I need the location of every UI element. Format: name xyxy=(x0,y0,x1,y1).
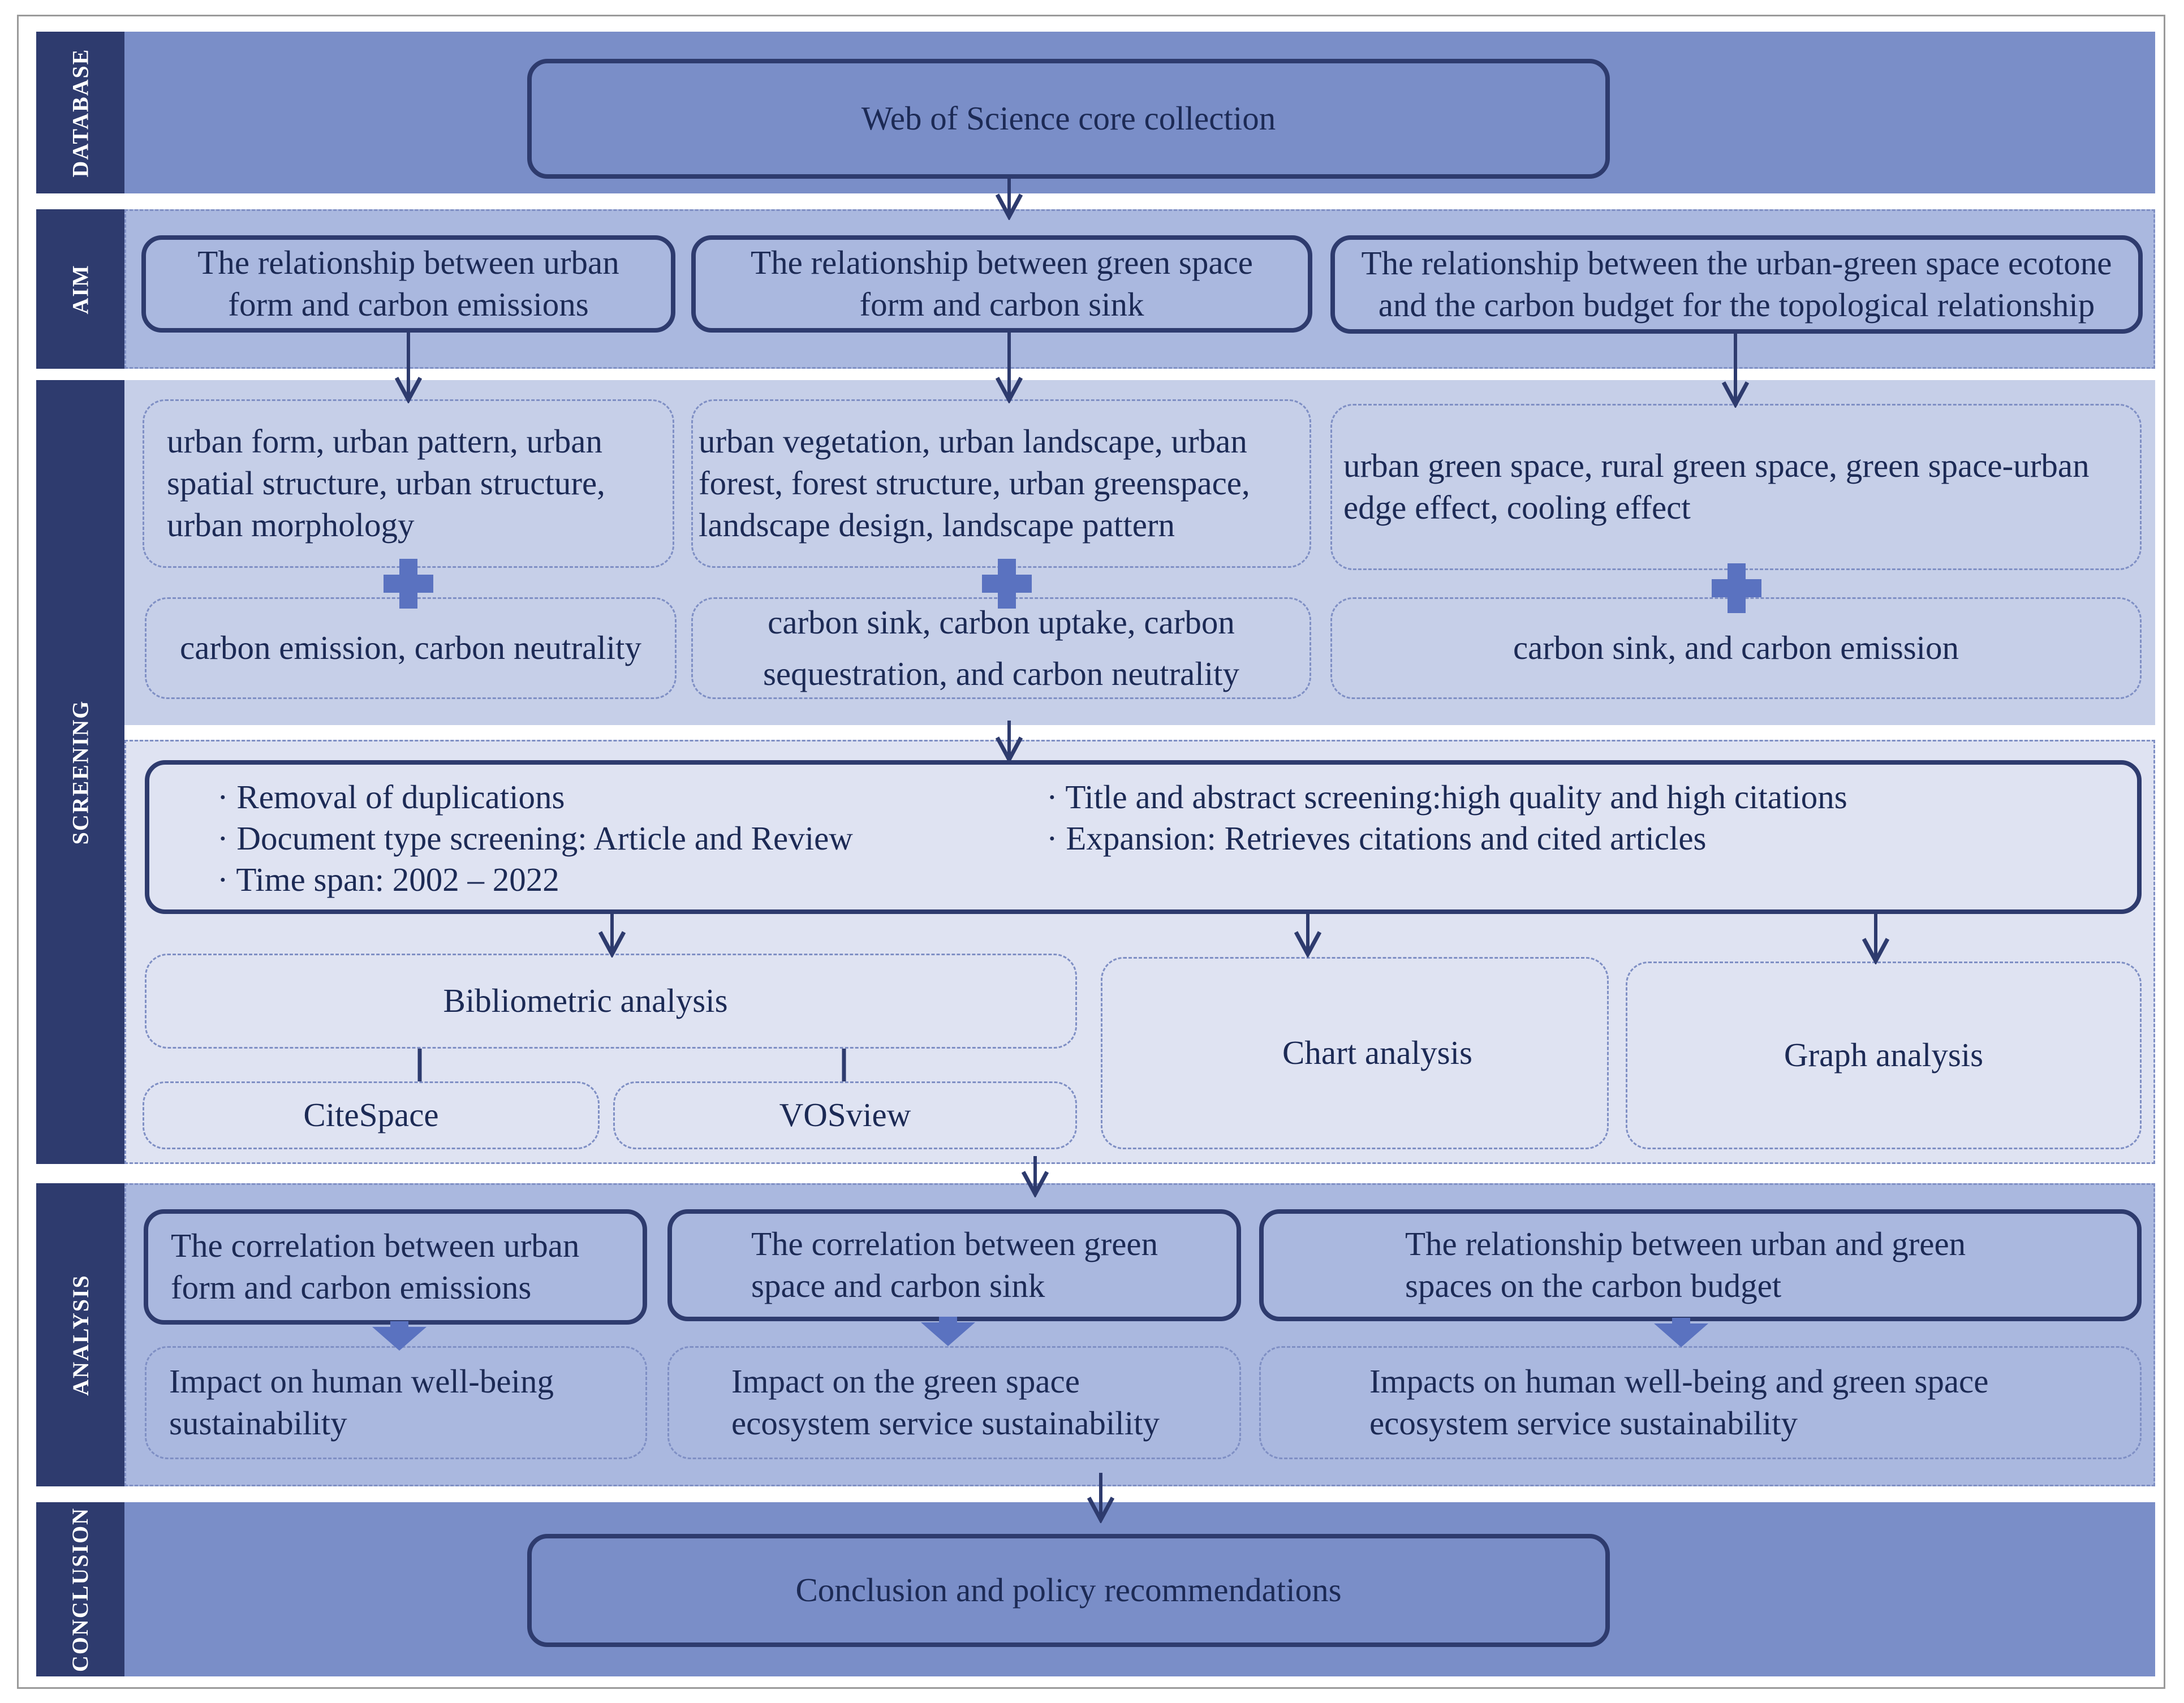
keyword-carbon-box-1: carbon emission, carbon neutrality xyxy=(145,597,677,699)
analysis-correlation-box-3: The relationship between urban and green… xyxy=(1259,1209,2142,1321)
analysis-impact-text-2: Impact on the green space ecosystem serv… xyxy=(731,1363,1160,1442)
aim-box-2: The relationship between green space for… xyxy=(691,235,1312,333)
analysis-correlation-text-1: The correlation between urban form and c… xyxy=(171,1227,580,1306)
keyword-carbon-box-3: carbon sink, and carbon emission xyxy=(1330,597,2142,699)
analysis-impact-box-1: Impact on human well-being sustainabilit… xyxy=(145,1346,647,1459)
aim-text-3: The relationship between the urban-green… xyxy=(1361,244,2112,324)
analysis-impact-text-1: Impact on human well-being sustainabilit… xyxy=(169,1363,554,1442)
screening-criteria-box xyxy=(145,760,2142,914)
keyword-form-box-2: urban vegetation, urban landscape, urban… xyxy=(691,399,1311,568)
stage-label-conclusion: CONCLUSION xyxy=(36,1502,124,1676)
keyword-carbon-text-2: carbon sink, carbon uptake, carbon seque… xyxy=(763,603,1240,692)
analysis-correlation-box-1: The correlation between urban form and c… xyxy=(144,1209,647,1325)
bibliometric-analysis-box: Bibliometric analysis xyxy=(145,954,1077,1049)
figure-frame xyxy=(17,15,2165,1689)
down-arrow-icon-1 xyxy=(372,1321,427,1351)
citespace-box: CiteSpace xyxy=(143,1081,600,1149)
down-arrow-icon-2 xyxy=(921,1317,975,1346)
graph-analysis-text: Graph analysis xyxy=(1784,1036,1984,1074)
stage-label-aim: AIM xyxy=(36,209,124,369)
citespace-text: CiteSpace xyxy=(303,1096,439,1134)
stage-label-screening: SCREENING xyxy=(36,380,124,1164)
aim-text-1: The relationship between urban form and … xyxy=(197,244,619,323)
keyword-form-text-1: urban form, urban pattern, urban spatial… xyxy=(167,422,605,544)
vosview-box: VOSview xyxy=(613,1081,1077,1149)
keyword-form-box-3: urban green space, rural green space, gr… xyxy=(1330,404,2142,570)
criteria-right-2: · Expansion: Retrieves citations and cit… xyxy=(1046,820,1707,857)
keyword-form-text-2: urban vegetation, urban landscape, urban… xyxy=(699,422,1250,544)
conclusion-box: Conclusion and policy recommendations xyxy=(527,1534,1610,1647)
plus-icon-3 xyxy=(1712,563,1761,613)
criteria-left-2: · Document type screening: Article and R… xyxy=(217,820,853,857)
stage-label-database: DATABASE xyxy=(36,32,124,193)
analysis-impact-box-3: Impacts on human well-being and green sp… xyxy=(1259,1346,2142,1459)
criteria-right-1: · Title and abstract screening:high qual… xyxy=(1046,778,1847,816)
database-source-text: Web of Science core collection xyxy=(861,100,1276,137)
aim-box-3: The relationship between the urban-green… xyxy=(1330,235,2143,334)
down-arrow-icon-3 xyxy=(1654,1318,1708,1347)
analysis-correlation-text-3: The relationship between urban and green… xyxy=(1405,1225,1966,1304)
conclusion-text: Conclusion and policy recommendations xyxy=(795,1571,1342,1609)
aim-text-2: The relationship between green space for… xyxy=(751,244,1253,323)
chart-analysis-text: Chart analysis xyxy=(1282,1034,1472,1072)
plus-icon-1 xyxy=(384,559,433,609)
aim-box-1: The relationship between urban form and … xyxy=(141,235,675,333)
keyword-carbon-text-3: carbon sink, and carbon emission xyxy=(1513,629,1959,667)
keyword-form-text-3: urban green space, rural green space, gr… xyxy=(1343,447,2090,526)
keyword-carbon-text-1: carbon emission, carbon neutrality xyxy=(180,629,641,667)
stage-label-analysis: ANALYSIS xyxy=(36,1183,124,1486)
vosview-text: VOSview xyxy=(779,1096,911,1134)
bibliometric-analysis-text: Bibliometric analysis xyxy=(443,982,728,1020)
criteria-left-3: · Time span: 2002 – 2022 xyxy=(217,861,559,898)
database-source-box: Web of Science core collection xyxy=(527,59,1610,179)
plus-icon-2 xyxy=(982,559,1032,609)
keyword-form-box-1: urban form, urban pattern, urban spatial… xyxy=(143,399,674,568)
criteria-left-1: · Removal of duplications xyxy=(217,778,565,816)
chart-analysis-box: Chart analysis xyxy=(1101,957,1609,1149)
analysis-correlation-box-2: The correlation between green space and … xyxy=(667,1209,1241,1321)
analysis-correlation-text-2: The correlation between green space and … xyxy=(751,1225,1158,1304)
analysis-impact-text-3: Impacts on human well-being and green sp… xyxy=(1369,1363,1989,1442)
analysis-impact-box-2: Impact on the green space ecosystem serv… xyxy=(667,1346,1241,1459)
keyword-carbon-box-2: carbon sink, carbon uptake, carbon seque… xyxy=(691,597,1311,699)
